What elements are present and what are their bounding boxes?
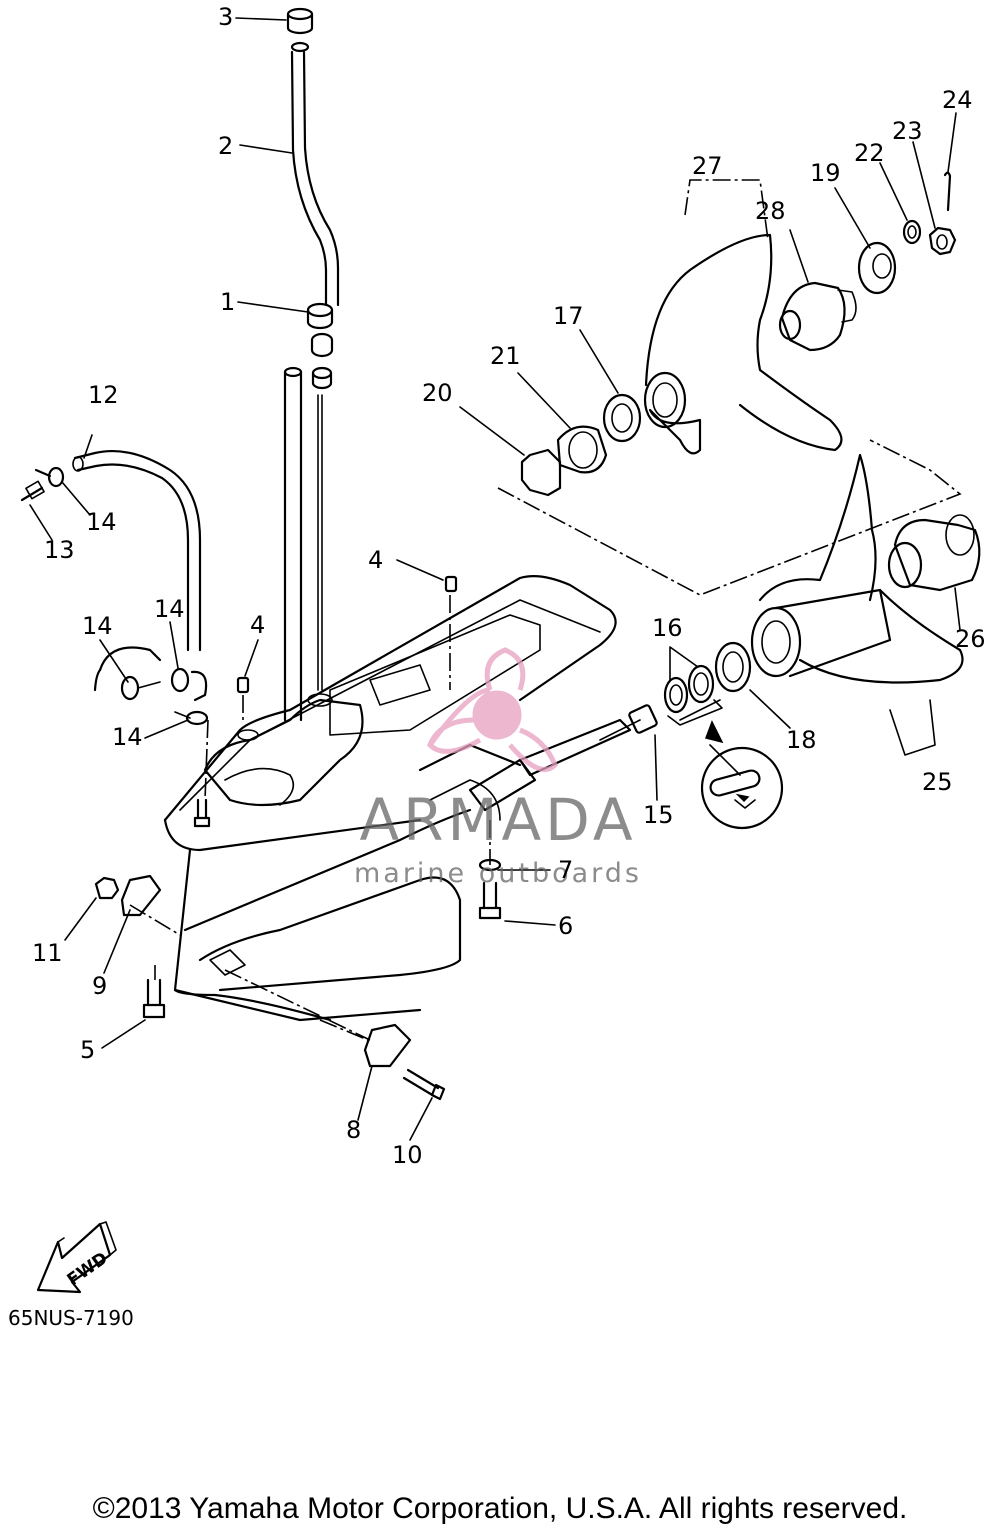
part-label-3: 3 [218, 3, 233, 31]
propeller-shaft [468, 704, 658, 812]
part-label-17: 17 [553, 302, 584, 330]
watermark-logo [427, 647, 558, 772]
part-label-8: 8 [346, 1116, 361, 1144]
part-label-16: 16 [652, 614, 683, 642]
fwd-label: FWD [64, 1248, 112, 1290]
part-label-5: 5 [80, 1036, 95, 1064]
propeller-lower [750, 453, 981, 684]
part-label-13: 13 [44, 536, 75, 564]
part-label-24: 24 [942, 86, 973, 114]
part-label-14a: 14 [86, 508, 117, 536]
part-label-4b: 4 [250, 611, 265, 639]
part-label-27: 27 [692, 152, 723, 180]
part-label-11: 11 [32, 939, 63, 967]
part-label-7: 7 [558, 856, 573, 884]
part-label-21: 21 [490, 342, 521, 370]
part-label-28: 28 [755, 197, 786, 225]
part-label-25: 25 [922, 768, 953, 796]
water-tube-assembly [283, 7, 340, 722]
part-label-14c: 14 [82, 612, 113, 640]
part-label-19: 19 [810, 159, 841, 187]
seals [663, 641, 784, 830]
leader-lines [29, 17, 962, 1141]
part-label-12: 12 [88, 381, 119, 409]
lower-casing [163, 575, 617, 1022]
part-label-2: 2 [218, 132, 233, 160]
part-labels: 3 2 1 12 14 13 4 14 4 14 14 11 9 5 8 10 … [32, 3, 986, 1169]
part-label-22: 22 [854, 139, 885, 167]
part-label-10: 10 [392, 1141, 423, 1169]
forward-direction-marker: FWD [36, 1221, 117, 1294]
part-label-14d: 14 [112, 723, 143, 751]
part-label-26: 26 [955, 625, 986, 653]
part-label-23: 23 [892, 117, 923, 145]
part-label-4a: 4 [368, 546, 383, 574]
copyright-notice: ©2013 Yamaha Motor Corporation, U.S.A. A… [93, 1492, 908, 1525]
hose-assembly [20, 450, 209, 726]
diagram-code: 65NUS-7190 [8, 1306, 134, 1330]
part-label-20: 20 [422, 379, 453, 407]
part-label-18: 18 [786, 726, 817, 754]
part-label-9: 9 [92, 972, 107, 1000]
propeller-upper [520, 171, 957, 497]
part-label-15: 15 [643, 801, 674, 829]
watermark-tagline: marine outboards [354, 858, 642, 889]
watermark-brand: ARMADA [359, 786, 636, 854]
fwd-arrow-icon [36, 1222, 112, 1294]
part-label-1: 1 [220, 288, 235, 316]
watermark: ARMADA marine outboards [354, 647, 642, 889]
part-label-6: 6 [558, 912, 573, 940]
part-label-14b: 14 [154, 595, 185, 623]
